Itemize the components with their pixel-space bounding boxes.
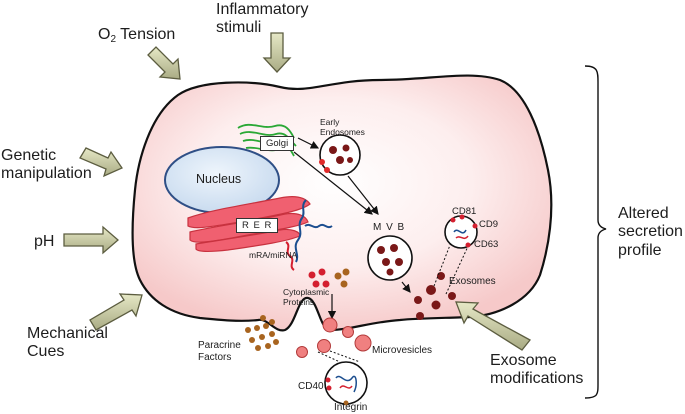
early-endosomes-label: Early Endosomes — [320, 117, 365, 137]
exosome-zoom-line — [433, 239, 453, 287]
inflammatory-label: Inflammatory stimuli — [216, 1, 309, 37]
mirna-strand — [304, 223, 333, 229]
cytoplasmic-proteins — [308, 268, 350, 288]
exosome-zoom-line — [445, 241, 471, 295]
cytoplasmic-label: Cytoplasmic Proteins — [283, 287, 330, 307]
microvesicle-rna-red — [339, 385, 353, 389]
cd81-marker — [459, 214, 465, 220]
o2-arrow — [147, 46, 181, 80]
cd40-label: CD40 — [298, 381, 324, 392]
exosome-mod-label: Exosome modifications — [490, 352, 584, 388]
exosome-rna-red — [455, 235, 469, 240]
cell-membrane — [131, 74, 553, 332]
zoom-line — [317, 351, 341, 363]
cd40-marker — [326, 385, 332, 391]
mechanical-label: Mechanical Cues — [27, 325, 108, 361]
microvesicle-rna — [335, 375, 357, 393]
microvesicle-zoom — [324, 361, 368, 405]
outcome-bracket — [584, 65, 607, 399]
stimulus-arrows — [63, 32, 531, 351]
golgi-label: Golgi — [260, 136, 295, 151]
rer-label: R E R — [236, 218, 279, 233]
cd63-marker — [465, 242, 471, 248]
inflammatory-arrow — [262, 32, 292, 73]
trafficking-arrows — [293, 137, 411, 320]
exosomes-label: Exosomes — [449, 276, 496, 287]
mvb-label: M V B — [373, 222, 406, 233]
exosome-mod-arrow — [455, 301, 531, 351]
paracrine-label: Paracrine Factors — [198, 340, 241, 363]
exosome-rna — [453, 229, 467, 234]
early-endosome — [319, 134, 361, 176]
cd40-marker — [325, 377, 331, 383]
mrna-red-strand — [285, 241, 295, 271]
mrna-label: mRA/miRNA — [249, 250, 298, 260]
mrna-strand — [294, 199, 307, 263]
nucleus-label: Nucleus — [196, 172, 242, 186]
paracrine-factors — [245, 315, 279, 351]
genetic-arrow — [79, 147, 123, 178]
cd63-label: CD63 — [474, 239, 499, 250]
mvb-contents — [377, 244, 403, 276]
ph-label: pH — [34, 233, 55, 250]
outcome-label: Altered secretion profile — [618, 205, 683, 259]
ph-arrow — [63, 225, 119, 255]
microvesicles-label: Microvesicles — [372, 345, 433, 356]
mechanical-arrow — [89, 293, 143, 331]
genetic-label: Genetic manipulation — [1, 147, 92, 183]
early-endosome-receptors — [319, 159, 330, 173]
zoom-line — [329, 350, 361, 363]
early-endosome-contents — [329, 144, 353, 164]
integrin-label: Integrin — [334, 402, 368, 413]
o2-tension-label: O2 Tension — [98, 26, 176, 45]
cd9-label: CD9 — [479, 219, 499, 230]
cd81-marker — [450, 217, 456, 223]
cd9-marker — [472, 223, 478, 229]
microvesicles — [296, 317, 372, 358]
integrin-marker — [343, 400, 349, 406]
cd81-label: CD81 — [452, 206, 477, 217]
